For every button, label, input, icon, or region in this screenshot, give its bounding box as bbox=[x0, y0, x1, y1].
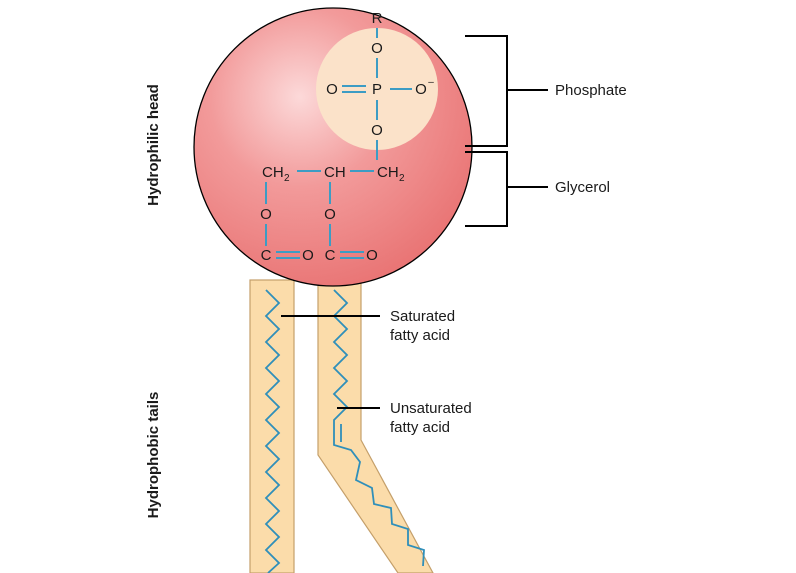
carbonyl-c-right: C bbox=[325, 247, 336, 264]
carbonyl-o-left: O bbox=[302, 247, 314, 264]
ch-center: CH bbox=[324, 164, 346, 181]
saturated-chain bbox=[264, 289, 281, 573]
r-group: R bbox=[372, 10, 383, 27]
carbonyl-c-left: C bbox=[261, 247, 272, 264]
glycerol-o-mid: O bbox=[324, 206, 336, 223]
ch2-right: CH bbox=[377, 164, 399, 181]
carbonyl-o-right: O bbox=[366, 247, 378, 264]
negative-charge: – bbox=[428, 77, 434, 88]
glycerol-o-left: O bbox=[260, 206, 272, 223]
phosphate-region bbox=[316, 28, 438, 150]
unsaturated-label: Unsaturated bbox=[390, 400, 472, 417]
ch2-left: CH bbox=[262, 164, 284, 181]
phosphate-o-top: O bbox=[371, 40, 383, 57]
phosphate-o-right: O bbox=[415, 81, 427, 98]
phosphate-label: Phosphate bbox=[555, 82, 627, 99]
svg-text:2: 2 bbox=[284, 173, 290, 184]
annotation-lines bbox=[281, 35, 548, 409]
hydrophobic-tails-label: Hydrophobic tails bbox=[145, 392, 162, 519]
glycerol-label: Glycerol bbox=[555, 179, 610, 196]
phosphate-o-bottom: O bbox=[371, 122, 383, 139]
phosphate-o-left: O bbox=[326, 81, 338, 98]
unsaturated-label-2: fatty acid bbox=[390, 419, 450, 436]
hydrophilic-head: R O O P O – O CH 2 CH CH 2 O bbox=[193, 7, 473, 287]
saturated-label-2: fatty acid bbox=[390, 327, 450, 344]
svg-text:2: 2 bbox=[399, 173, 405, 184]
glycerol-bracket bbox=[465, 151, 508, 227]
glycerol-group: CH 2 CH CH 2 O O C O C O bbox=[260, 164, 405, 264]
unsaturated-chain bbox=[332, 289, 425, 567]
saturated-label: Saturated bbox=[390, 308, 455, 325]
phosphate-group: R O O P O – O bbox=[326, 10, 434, 160]
phosphorus-atom: P bbox=[372, 81, 382, 98]
hydrophilic-head-label: Hydrophilic head bbox=[145, 84, 162, 206]
